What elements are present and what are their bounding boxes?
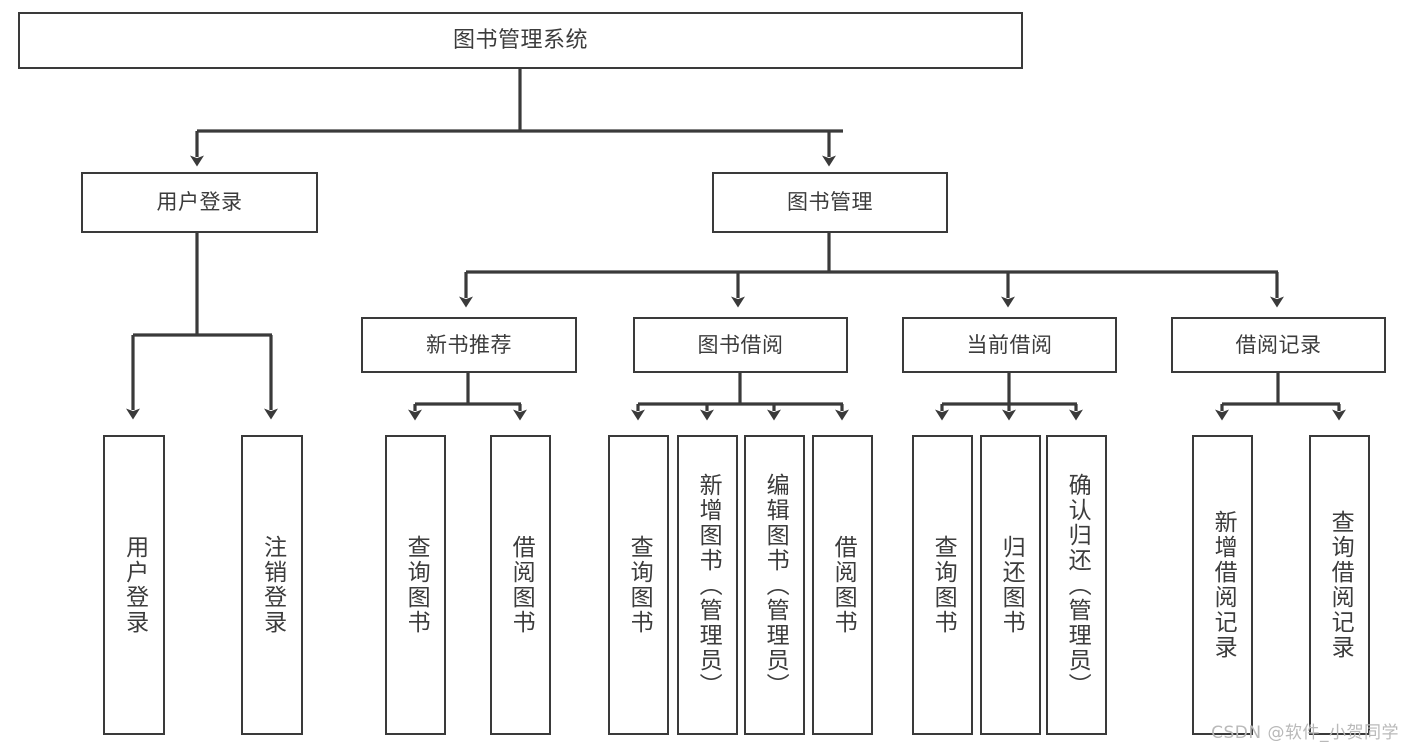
leaf-logout-login-label: 注销登录 <box>259 535 286 635</box>
leaf-query-book-1-label: 查询图书 <box>403 535 430 635</box>
leaf-borrow-book-2[interactable]: 借阅图书 <box>812 435 873 735</box>
node-book-borrow-label: 图书借阅 <box>697 332 784 357</box>
leaf-add-record-label: 新增借阅记录 <box>1210 510 1237 660</box>
node-user-login[interactable]: 用户登录 <box>81 172 318 233</box>
node-borrow-record[interactable]: 借阅记录 <box>1171 317 1386 373</box>
leaf-query-record[interactable]: 查询借阅记录 <box>1309 435 1370 735</box>
leaf-query-book-3[interactable]: 查询图书 <box>912 435 973 735</box>
node-book-manage-label: 图书管理 <box>787 190 873 214</box>
node-new-book-recommend-label: 新书推荐 <box>426 332 512 357</box>
node-book-manage[interactable]: 图书管理 <box>712 172 948 233</box>
node-current-borrow-label: 当前借阅 <box>966 332 1053 357</box>
leaf-user-login[interactable]: 用户登录 <box>103 435 165 735</box>
leaf-add-record[interactable]: 新增借阅记录 <box>1192 435 1253 735</box>
leaf-borrow-book-2-label: 借阅图书 <box>830 535 857 635</box>
leaf-query-book-2-label: 查询图书 <box>626 535 653 635</box>
leaf-query-record-label: 查询借阅记录 <box>1327 510 1354 660</box>
leaf-user-login-label: 用户登录 <box>121 535 148 635</box>
node-root[interactable]: 图书管理系统 <box>18 12 1023 69</box>
leaf-query-book-3-label: 查询图书 <box>930 535 957 635</box>
node-current-borrow[interactable]: 当前借阅 <box>902 317 1117 373</box>
leaf-borrow-book-1[interactable]: 借阅图书 <box>490 435 551 735</box>
leaf-query-book-2[interactable]: 查询图书 <box>608 435 669 735</box>
leaf-edit-book-label: 编辑图书（管理员） <box>762 472 789 698</box>
node-book-borrow[interactable]: 图书借阅 <box>633 317 848 373</box>
leaf-edit-book[interactable]: 编辑图书（管理员） <box>744 435 805 735</box>
watermark: CSDN @软件_小贺同学 <box>1211 723 1399 743</box>
leaf-confirm-return-label: 确认归还（管理员） <box>1064 472 1091 698</box>
leaf-query-book-1[interactable]: 查询图书 <box>385 435 446 735</box>
leaf-confirm-return[interactable]: 确认归还（管理员） <box>1046 435 1107 735</box>
leaf-add-book[interactable]: 新增图书（管理员） <box>677 435 738 735</box>
node-new-book-recommend[interactable]: 新书推荐 <box>361 317 577 373</box>
node-borrow-record-label: 借阅记录 <box>1235 332 1322 357</box>
leaf-borrow-book-1-label: 借阅图书 <box>508 535 535 635</box>
node-root-label: 图书管理系统 <box>452 27 588 53</box>
leaf-add-book-label: 新增图书（管理员） <box>695 472 722 698</box>
leaf-return-book-label: 归还图书 <box>998 535 1025 635</box>
node-user-login-label: 用户登录 <box>156 190 243 214</box>
leaf-logout-login[interactable]: 注销登录 <box>241 435 303 735</box>
leaf-return-book[interactable]: 归还图书 <box>980 435 1041 735</box>
